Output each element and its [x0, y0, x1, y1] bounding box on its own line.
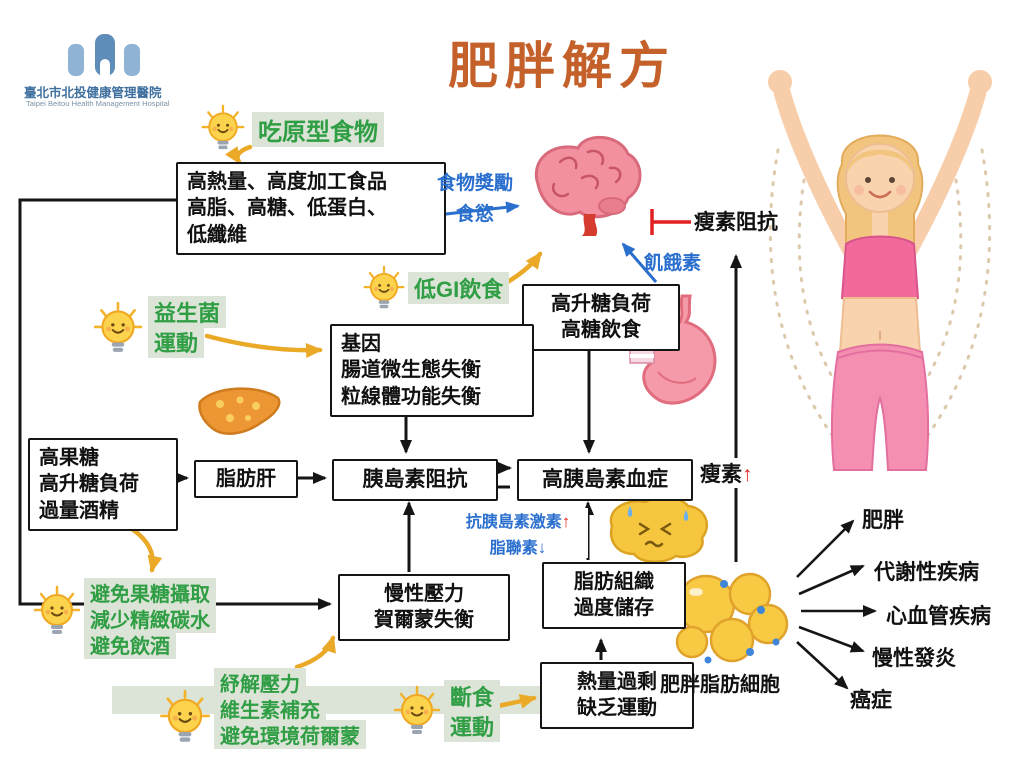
- fatty-liver-box: 脂肪肝: [194, 460, 298, 499]
- processed-food-line2: 高脂、高糖、低蛋白、: [187, 197, 387, 220]
- lightbulb-icon: [200, 103, 246, 153]
- high-sugar-box: 高升糖負荷 高糖飲食: [522, 284, 680, 351]
- food-reward-label-group: 食物獎勵 食慾: [428, 168, 522, 226]
- gene-gut-line2: 腸道微生態失衡: [341, 359, 481, 382]
- adipose-line2: 過度儲存: [574, 597, 654, 620]
- tip-avoid-fructose-line2: 減少精緻碳水: [84, 604, 216, 633]
- processed-food-box: 高熱量、高度加工食品 高脂、高糖、低蛋白、 低纖維: [176, 162, 446, 256]
- adiponectin-line: 脂聯素↓: [448, 534, 588, 558]
- adipose-line1: 脂肪組織: [574, 571, 654, 593]
- calorie-line1: 熱量過剩: [577, 671, 657, 693]
- gene-gut-box: 基因 腸道微生態失衡 粒線體功能失衡: [330, 324, 534, 418]
- tip-fasting-line2: 運動: [444, 710, 501, 742]
- adiponectin-label: 脂聯素: [489, 540, 538, 557]
- tip-stress-line3: 避免環境荷爾蒙: [214, 720, 366, 749]
- adiponectin-down-arrow: ↓: [537, 538, 547, 557]
- leptin-label: 瘦素: [700, 463, 742, 486]
- tip-stress-label3: 避免環境荷爾蒙: [214, 720, 366, 749]
- woman-illustration: [768, 70, 992, 471]
- gene-gut-line3: 粒線體功能失衡: [341, 385, 481, 408]
- processed-food-line3: 低纖維: [187, 223, 247, 246]
- tip-avoid-fructose-label3: 避免飲酒: [84, 630, 176, 659]
- tip-stress-line1: 紓解壓力: [214, 668, 306, 697]
- tip-avoid-fructose-label1: 避免果糖攝取: [84, 578, 216, 607]
- hospital-logo-icon: [68, 34, 140, 76]
- fructose-box: 高果糖 高升糖負荷 過量酒精: [28, 438, 178, 532]
- high-sugar-line1: 高升糖負荷: [551, 293, 651, 315]
- processed-food-line1: 高熱量、高度加工食品: [187, 171, 387, 193]
- chronic-stress-line1: 慢性壓力: [384, 583, 464, 605]
- fructose-line2: 高升糖負荷: [39, 473, 139, 496]
- anti-insulin-label: 抗胰島素激素: [465, 514, 562, 531]
- anti-insulin-line: 抗胰島素激素↑: [448, 508, 588, 532]
- tip-avoid-fructose-line1: 避免果糖攝取: [84, 578, 216, 607]
- tip-fasting-line1: 斷食: [444, 680, 501, 712]
- liver-illustration: [198, 387, 281, 435]
- gene-gut-line1: 基因: [341, 333, 381, 355]
- tip-stress-line2: 維生素補充: [214, 694, 326, 723]
- page-title: 肥胖解方: [448, 38, 676, 94]
- pancreas-illustration: [609, 495, 708, 563]
- lightbulb-icon: [392, 684, 442, 738]
- chronic-stress-line2: 賀爾蒙失衡: [374, 609, 474, 632]
- insulin-resistance-box: 胰島素阻抗: [332, 459, 498, 501]
- inhibition-tbar: [650, 209, 691, 235]
- tip-fasting-label2: 運動: [444, 710, 501, 742]
- tip-stress-label2: 維生素補充: [214, 694, 326, 723]
- tip-whole-food-label: 吃原型食物: [252, 112, 384, 147]
- brain-illustration: [534, 135, 642, 236]
- food-reward-label: 食物獎勵: [436, 173, 513, 194]
- lightbulb-icon: [158, 688, 212, 746]
- tip-fasting-label1: 斷食: [444, 680, 501, 712]
- leptin-up-arrow: ↑: [742, 463, 753, 486]
- fructose-line1: 高果糖: [39, 447, 99, 469]
- leptin-resistance-label: 瘦素阻抗: [694, 211, 778, 234]
- hospital-name-zh: 臺北市北投健康管理醫院: [24, 86, 162, 100]
- tip-whole-food: 吃原型食物: [252, 112, 384, 147]
- outcome-chronic-inflammation: 慢性發炎: [872, 647, 956, 670]
- tip-probiotics-line2: 運動: [148, 326, 205, 358]
- tip-avoid-fructose-line3: 避免飲酒: [84, 630, 176, 659]
- tip-probiotics-line1: 益生菌: [148, 296, 227, 328]
- anti-insulin-label-group: 抗胰島素激素↑ 脂聯素↓: [448, 508, 588, 558]
- outcome-obesity: 肥胖: [862, 509, 904, 532]
- outcome-cancer: 癌症: [850, 689, 892, 712]
- calorie-box: 熱量過剩 缺乏運動: [540, 662, 694, 729]
- tip-stress-label1: 紓解壓力: [214, 668, 306, 697]
- lightbulb-icon: [32, 584, 82, 638]
- outcome-cardiovascular-disease: 心血管疾病: [886, 605, 991, 628]
- chronic-stress-box: 慢性壓力 賀爾蒙失衡: [338, 574, 510, 641]
- tip-avoid-fructose-label2: 減少精緻碳水: [84, 604, 216, 633]
- tip-low-gi: 低GI飲食: [408, 272, 510, 304]
- anti-insulin-up-arrow: ↑: [561, 512, 571, 531]
- adipose-box: 脂肪組織 過度儲存: [542, 562, 686, 629]
- tip-probiotics-label1: 益生菌: [148, 296, 227, 328]
- hospital-name-en: Taipei Beitou Health Management Hospital: [26, 99, 170, 108]
- appetite-label: 食慾: [455, 204, 494, 225]
- lightbulb-icon: [92, 300, 144, 356]
- fat-cells-illustration: [675, 572, 789, 664]
- tip-low-gi-label: 低GI飲食: [408, 272, 510, 304]
- leptin-label-group: 瘦素↑: [698, 458, 755, 488]
- fructose-line3: 過量酒精: [39, 499, 119, 522]
- high-sugar-line2: 高糖飲食: [561, 319, 641, 342]
- lightbulb-icon: [362, 264, 406, 312]
- outcome-arrows: [796, 519, 877, 690]
- calorie-line2: 缺乏運動: [577, 697, 657, 720]
- outcome-metabolic-disease: 代謝性疾病: [874, 561, 979, 584]
- tip-probiotics-label2: 運動: [148, 326, 205, 358]
- ghrelin-label: 飢餓素: [644, 253, 702, 274]
- fat-cells-label: 肥胖脂肪細胞: [660, 674, 780, 696]
- hyperinsulinemia-box: 高胰島素血症: [517, 459, 693, 501]
